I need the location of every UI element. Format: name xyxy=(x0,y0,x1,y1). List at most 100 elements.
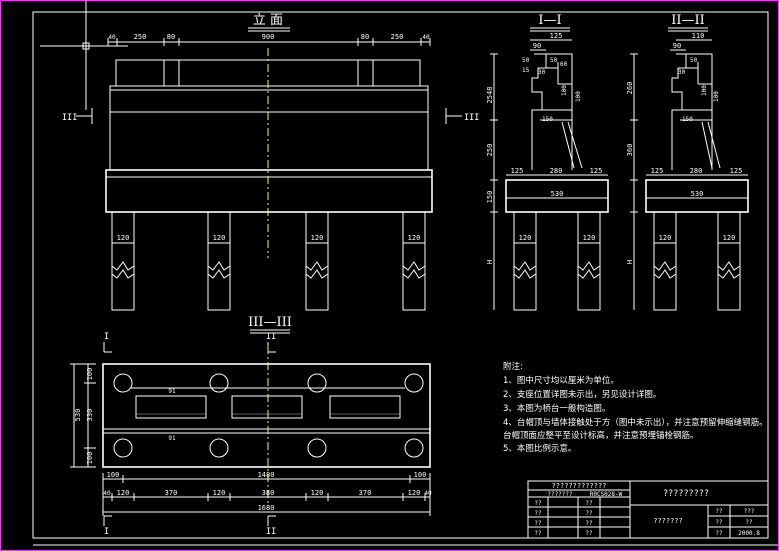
s1-d60: 60 xyxy=(560,61,568,68)
elev-dim-6: 40 xyxy=(422,34,430,41)
s1-pile-2: 120 xyxy=(583,234,596,242)
s1-v250: 250 xyxy=(486,144,494,157)
plan-left-2: 330 xyxy=(86,409,94,422)
plan-mark-tl: I xyxy=(104,332,109,342)
plan-row2-9: 40 xyxy=(424,490,432,497)
plan-row2-6: 120 xyxy=(311,489,324,497)
tb-right-val-1: ??? xyxy=(744,508,755,515)
plan-left-1: 100 xyxy=(86,368,94,381)
s2-d90: 90 xyxy=(673,42,681,50)
s1-b3: 125 xyxy=(590,167,603,175)
plan-mark-tm: II xyxy=(266,332,276,342)
elevation-view: 立 面 40 250 80 900 80 250 40 xyxy=(62,13,479,311)
s1-pile-1: 120 xyxy=(519,234,532,242)
plan-left-3: 100 xyxy=(86,452,94,465)
s1-top: 125 xyxy=(550,32,563,40)
inner-frame xyxy=(32,11,769,539)
s2-d100a: 100 xyxy=(701,85,708,96)
note-4b: 台帽顶面应整平至设计标高，并注意预埋锚栓钢筋。 xyxy=(503,430,699,441)
elev-dim-3: 900 xyxy=(262,33,275,41)
notes-heading: 附注: xyxy=(503,361,523,372)
plan-row2-3: 370 xyxy=(165,489,178,497)
tb-mid-1: ?? xyxy=(585,500,593,507)
s1-d30: 30 xyxy=(538,69,546,76)
elev-pile-label-4: 120 xyxy=(408,234,421,242)
s1-d150: 150 xyxy=(542,116,553,123)
plan-mark-bm: II xyxy=(266,527,276,537)
section-1-title: I—I xyxy=(538,13,561,28)
s2-v360: 360 xyxy=(626,144,634,157)
s1-d100a: 100 xyxy=(561,85,568,96)
s2-d30: 30 xyxy=(678,69,686,76)
s1-d90: 90 xyxy=(533,42,541,50)
s1-h: H xyxy=(486,260,494,264)
plan-row1-1: 100 xyxy=(107,471,120,479)
s1-v150: 150 xyxy=(486,191,494,204)
elev-pile-label-1: 120 xyxy=(117,234,130,242)
plan-row2-4: 120 xyxy=(213,489,226,497)
section-2-view: II—II 110 90 50 30 100 100 150 260 360 H… xyxy=(626,13,749,311)
tb-drawing-name: ??????? xyxy=(653,517,683,525)
section-3-title: III—III xyxy=(248,315,292,330)
s1-d50a: 50 xyxy=(522,57,530,64)
s1-d50b: 50 xyxy=(550,57,558,64)
s2-b2: 280 xyxy=(690,167,703,175)
tb-mid-3: ?? xyxy=(585,520,593,527)
crosshair-cursor xyxy=(40,0,128,110)
note-5: 5、本图比例示意。 xyxy=(503,443,576,454)
plan-mark-bl: I xyxy=(104,527,109,537)
s2-b1: 125 xyxy=(651,167,664,175)
plan-row2-2: 120 xyxy=(117,489,130,497)
s2-top: 110 xyxy=(692,32,705,40)
tb-company: ????????????? xyxy=(552,482,607,490)
tb-right-val-3: 2000.8 xyxy=(738,530,760,537)
elevation-title: 立 面 xyxy=(253,13,283,28)
tb-code: R0CS028-W xyxy=(590,491,623,498)
tb-mid-4: ?? xyxy=(585,530,593,537)
s2-pile-1: 120 xyxy=(659,234,672,242)
plan-inner-1: 91 xyxy=(168,388,176,395)
note-1: 1、图中尺寸均以厘米为单位。 xyxy=(503,375,619,386)
tb-left-4: ?? xyxy=(534,530,542,537)
title-block: ????????????? ??????? R0CS028-W ????????… xyxy=(527,480,769,539)
plan-row2-8: 120 xyxy=(408,489,421,497)
plan-row2-1: 40 xyxy=(103,490,111,497)
plan-view: III—III I II I II 91 91 xyxy=(70,315,432,537)
note-2: 2、支座位置详图未示出，另见设计详图。 xyxy=(503,389,661,400)
s2-d100b: 100 xyxy=(713,91,720,102)
plan-row1-2: 1480 xyxy=(258,471,275,479)
s2-pile-2: 120 xyxy=(723,234,736,242)
section-mark-left: III xyxy=(62,113,77,123)
elev-dim-5: 250 xyxy=(391,33,404,41)
s1-v2548: 2548 xyxy=(486,87,494,104)
s2-v260: 260 xyxy=(626,82,634,95)
s1-b2: 280 xyxy=(550,167,563,175)
plan-total: 1680 xyxy=(258,504,275,512)
plan-row2-5: 380 xyxy=(262,489,275,497)
tb-left-1: ?? xyxy=(534,500,542,507)
s1-d100b: 100 xyxy=(575,91,582,102)
plan-left-total: 530 xyxy=(74,409,82,422)
elev-dim-0: 40 xyxy=(108,34,116,41)
s2-h: H xyxy=(626,260,634,264)
elev-dim-2: 80 xyxy=(167,33,175,41)
section-1-view: I—I 125 90 50 50 30 60 15 100 100 150 25… xyxy=(486,13,609,311)
s2-b3: 125 xyxy=(730,167,743,175)
tb-drawing-title: ????????? xyxy=(663,489,709,499)
note-3: 3、本图为桥台一般构造图。 xyxy=(503,403,610,414)
s1-d15: 15 xyxy=(522,67,530,74)
elev-dim-4: 80 xyxy=(361,33,369,41)
tb-project-no: ??????? xyxy=(547,491,573,498)
note-4: 4、台帽顶与墙体接触处于方（图中未示出），并注意预留伸缩缝钢筋。 xyxy=(503,417,768,428)
tb-right-val-2: ?? xyxy=(745,519,753,526)
tb-right-3: ?? xyxy=(715,530,723,537)
s2-width: 530 xyxy=(691,190,704,198)
s2-d150: 150 xyxy=(682,116,693,123)
elev-pile-label-3: 120 xyxy=(311,234,324,242)
tb-right-1: ?? xyxy=(715,508,723,515)
tb-right-2: ?? xyxy=(715,519,723,526)
s2-d50: 50 xyxy=(690,57,698,64)
notes-block: 附注: 1、图中尺寸均以厘米为单位。 2、支座位置详图未示出，另见设计详图。 3… xyxy=(503,361,768,454)
